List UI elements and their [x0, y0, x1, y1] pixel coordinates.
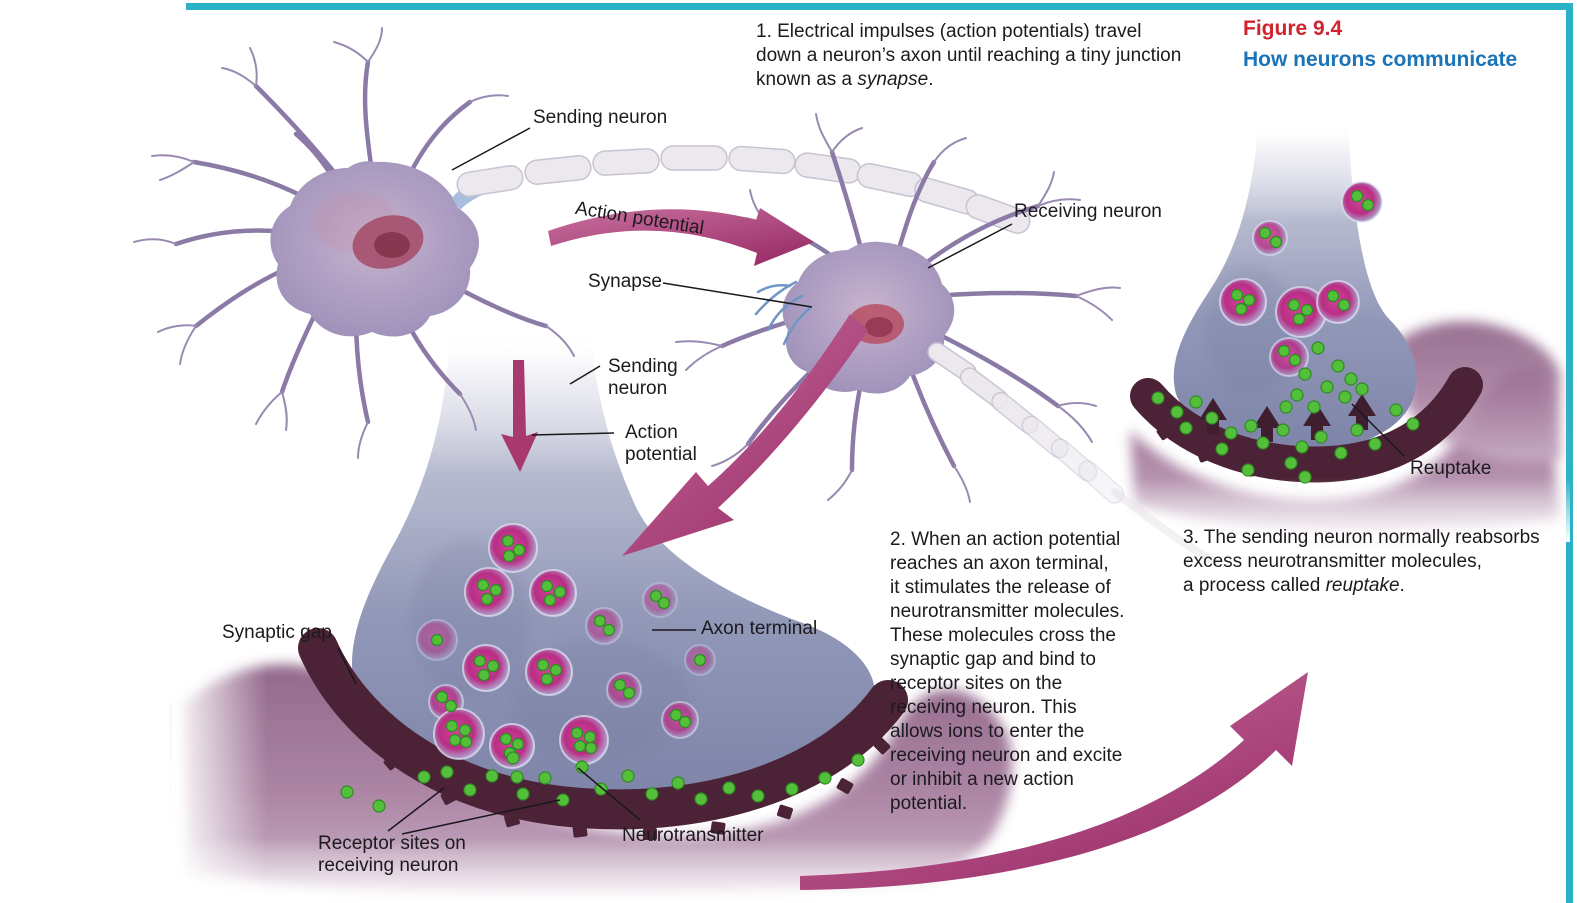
step3-text: 3. The sending neuron normally reabsorbs…	[1183, 527, 1540, 596]
action-potential-arrow	[548, 208, 814, 266]
reuptake-diagram	[1120, 122, 1570, 542]
reuptake-membrane	[1130, 367, 1483, 483]
label-synaptic-gap: Synaptic gap	[222, 622, 332, 643]
axon-fading-tail	[1111, 488, 1219, 566]
figure-title: How neurons communicate	[1243, 48, 1518, 71]
receiving-neuron-axon	[927, 342, 1125, 504]
label-sending-neuron: Sending neuron	[533, 107, 668, 128]
label-neurotransmitter: Neurotransmitter	[622, 825, 764, 846]
vesicle-neurotransmitter-dots	[430, 534, 707, 760]
reuptake-swoosh-arrow	[800, 672, 1308, 890]
synapse-zoom-arrow	[622, 314, 868, 556]
label-reuptake: Reuptake	[1410, 458, 1492, 479]
sending-neuron-dendrites	[173, 59, 549, 425]
label-action-potential-detail: Action potential	[625, 422, 697, 465]
gap-neurotransmitter-dots	[340, 751, 865, 813]
label-receiving-neuron: Receiving neuron	[1014, 201, 1162, 222]
label-synapse: Synapse	[588, 271, 662, 292]
sending-neuron-dendrite-tips	[133, 27, 575, 459]
leader-lines	[337, 127, 1405, 835]
figure-number: Figure 9.4	[1243, 17, 1343, 40]
action-potential-down-arrow	[501, 360, 538, 472]
step2-text: 2. When an action potential reaches an a…	[890, 529, 1125, 814]
right-border-rule	[1566, 3, 1573, 903]
label-sending-neuron-detail: Sending neuron	[608, 356, 678, 399]
axon-terminal-diagram	[172, 332, 1040, 903]
top-border-rule	[186, 3, 1573, 10]
step1-text: 1. Electrical impulses (action potential…	[756, 21, 1182, 90]
receptor-sites	[336, 703, 891, 840]
synapse-terminal-branches	[754, 280, 812, 346]
synaptic-vesicles	[416, 523, 716, 769]
label-axon-terminal: Axon terminal	[701, 618, 818, 639]
myelinated-axon	[456, 145, 1031, 234]
reuptake-vesicle-dots	[1230, 189, 1375, 367]
label-receptor-sites: Receptor sites on receiving neuron	[318, 833, 466, 876]
reuptake-free-dots	[1151, 341, 1420, 484]
